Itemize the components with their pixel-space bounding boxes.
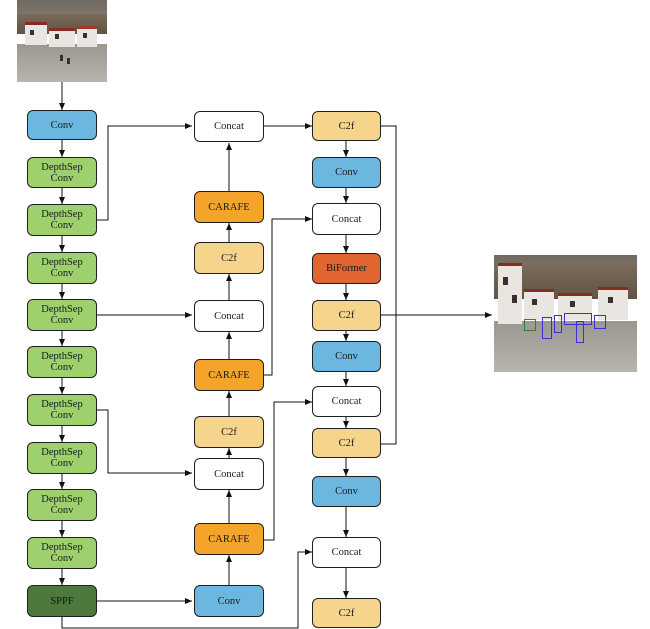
output-image <box>494 255 637 372</box>
head-concat-1: Concat <box>312 203 381 235</box>
neck-concat-2: Concat <box>194 300 264 332</box>
head-conv-3: Conv <box>312 476 381 507</box>
edge-carafe2-hconcat1 <box>264 216 312 376</box>
depthsep-conv-9: DepthSep Conv <box>27 537 97 569</box>
edge-ds6-concat3 <box>97 409 192 476</box>
head-c2f-1: C2f <box>312 111 381 141</box>
neck-concat-3: Concat <box>194 458 264 490</box>
edge-hc2f1-hc2f3-bracket <box>381 125 397 445</box>
neck-carafe-3: CARAFE <box>194 523 264 555</box>
depthsep-conv-2: DepthSep Conv <box>27 204 97 236</box>
depthsep-conv-5: DepthSep Conv <box>27 346 97 378</box>
edge-carafe3-hconcat2 <box>264 399 312 541</box>
detection-box <box>594 315 606 329</box>
head-biformer: BiFormer <box>312 253 381 284</box>
head-c2f-4: C2f <box>312 598 381 628</box>
edge-ds2-concat1 <box>97 123 192 221</box>
detection-box <box>564 313 592 325</box>
head-c2f-3: C2f <box>312 428 381 458</box>
detection-box <box>524 319 536 331</box>
detection-box <box>542 317 552 339</box>
neck-conv: Conv <box>194 585 264 617</box>
depthsep-conv-3: DepthSep Conv <box>27 252 97 284</box>
neck-c2f-1: C2f <box>194 242 264 274</box>
detection-box <box>554 315 562 333</box>
head-conv-1: Conv <box>312 157 381 188</box>
depthsep-conv-1: DepthSep Conv <box>27 157 97 188</box>
head-c2f-2: C2f <box>312 300 381 331</box>
input-image <box>17 0 107 82</box>
neck-concat-1: Concat <box>194 111 264 142</box>
backbone-conv: Conv <box>27 110 97 140</box>
head-conv-2: Conv <box>312 341 381 372</box>
head-concat-3: Concat <box>312 537 381 568</box>
detection-box <box>576 321 584 343</box>
depthsep-conv-6: DepthSep Conv <box>27 394 97 426</box>
depthsep-conv-4: DepthSep Conv <box>27 299 97 331</box>
depthsep-conv-8: DepthSep Conv <box>27 489 97 521</box>
neck-c2f-2: C2f <box>194 416 264 448</box>
neck-carafe-2: CARAFE <box>194 359 264 391</box>
edge-sppf-hconcat3 <box>61 549 312 629</box>
head-concat-2: Concat <box>312 386 381 417</box>
neck-carafe-1: CARAFE <box>194 191 264 223</box>
sppf-block: SPPF <box>27 585 97 617</box>
depthsep-conv-7: DepthSep Conv <box>27 442 97 474</box>
